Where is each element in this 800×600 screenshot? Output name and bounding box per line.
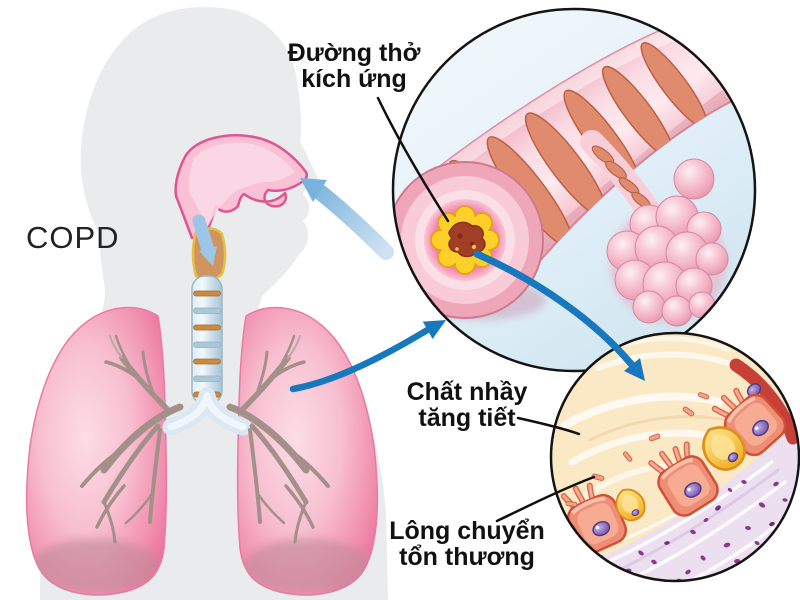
inflamed-basement-band [729, 358, 799, 445]
airway-irritation-label-line1: Đường thở [287, 39, 421, 67]
lung-viewer-left [25, 306, 168, 596]
damaged-cilia-label-line1: Lông chuyển [389, 517, 545, 545]
bronchial-bifurcation [162, 387, 252, 436]
leader-line-mucus [516, 416, 581, 436]
bronchi-tree-left [80, 334, 184, 544]
leader-line-airway [376, 96, 450, 223]
bronchi-tree-right [226, 334, 330, 544]
goblet-cell [615, 488, 646, 522]
alveoli-cluster [606, 158, 729, 327]
goblet-cell [702, 426, 746, 471]
bronchiole-cross-section [393, 161, 546, 320]
damaged-cilia-label-line2: tổn thương [399, 543, 535, 571]
inhaled-air-arrow [300, 178, 394, 260]
mucus-hypersecretion-label-line2: tăng tiết [418, 404, 516, 432]
mucosa-inset-circle [549, 331, 800, 583]
lung-to-inset-arrow [289, 320, 446, 393]
airway-irritation-label-line2: kích ứng [301, 65, 407, 93]
damaged-cilia-label: Lông chuyển tổn thương [388, 518, 546, 570]
damaged-cilia [565, 392, 710, 507]
inflamed-lumen [448, 221, 486, 258]
airway-inset-circle [391, 7, 757, 373]
bronchiole-branch [580, 130, 661, 223]
leader-line-cilia [495, 475, 596, 523]
throat-airflow-arrow [192, 214, 217, 266]
nasal-airway [174, 134, 309, 240]
inset-to-mucosa-arrow [473, 250, 645, 381]
airway-irritation-label: Đường thở kích ứng [270, 40, 438, 92]
mucus-hypersecretion-label: Chất nhầy tăng tiết [398, 379, 536, 431]
lung-viewer-right [236, 306, 379, 596]
goblet-cells [615, 426, 746, 522]
trachea [191, 275, 223, 405]
copd-title: COPD [26, 220, 120, 255]
mucus-hypersecretion-label-line1: Chất nhầy [406, 378, 528, 406]
epithelial-cell [648, 441, 719, 517]
